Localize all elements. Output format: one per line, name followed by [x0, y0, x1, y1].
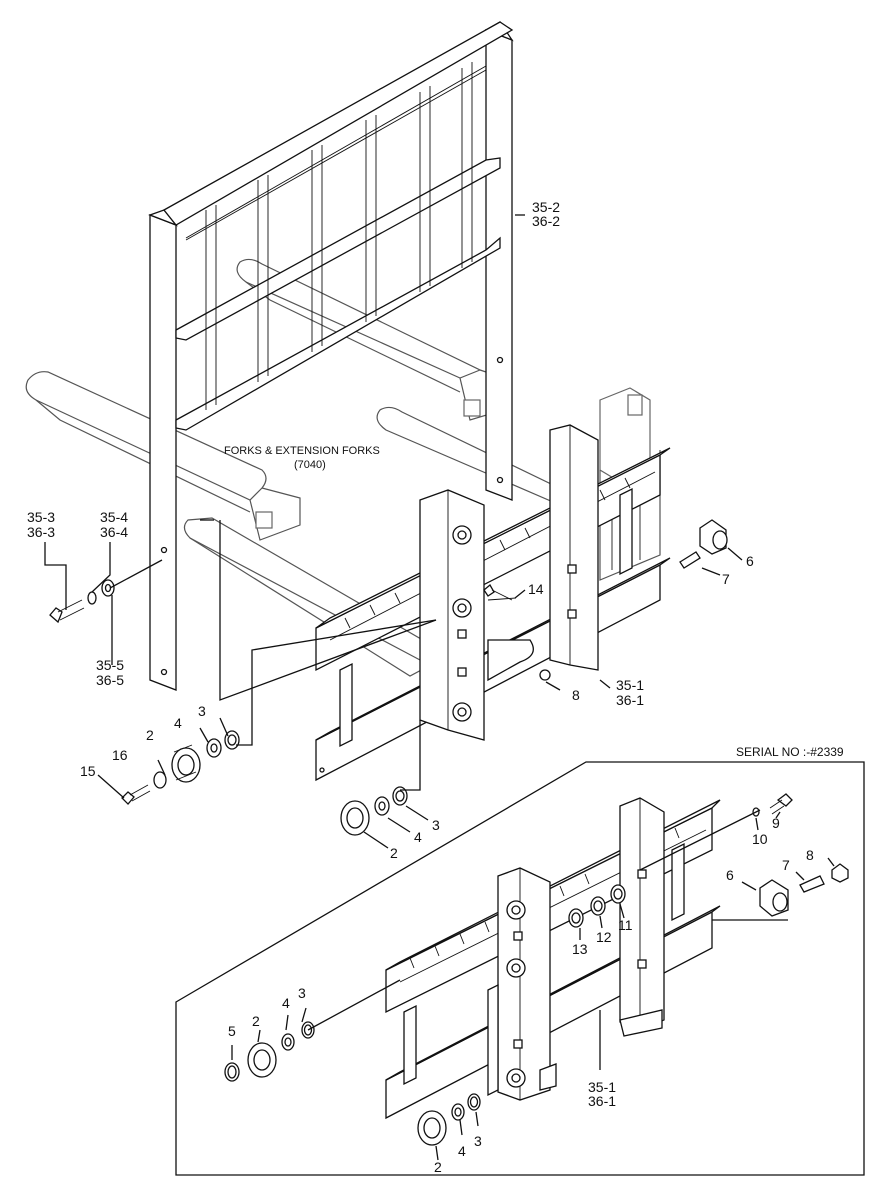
- labels-inset: 5 2 4 3 2 4 3 35-1 36-1 13 12 11 10 9 6 …: [228, 815, 814, 1175]
- inset-label-7: 7: [782, 857, 790, 873]
- caption-line1: FORKS & EXTENSION FORKS: [224, 445, 380, 457]
- label-36-3: 36-3: [27, 524, 55, 540]
- serial-note: SERIAL NO :-#2339: [736, 745, 844, 759]
- inset-label-5: 5: [228, 1023, 236, 1039]
- label-36-5: 36-5: [96, 672, 124, 688]
- label-15: 15: [80, 763, 96, 779]
- label-2: 2: [146, 727, 154, 743]
- inset-label-11: 11: [618, 917, 633, 933]
- inset-label-3: 3: [298, 985, 306, 1001]
- inset-label-10: 10: [752, 831, 768, 847]
- leader-lines-top: [44, 214, 743, 849]
- inset-label-35-1: 35-1: [588, 1079, 616, 1095]
- label-4: 4: [174, 715, 182, 731]
- inset-label-2-bottom: 2: [434, 1159, 442, 1175]
- label-3: 3: [198, 703, 206, 719]
- inset-label-9: 9: [772, 815, 780, 831]
- fork-carriage-inset: [385, 797, 721, 1120]
- inset-border: [175, 761, 865, 1176]
- label-6: 6: [746, 553, 754, 569]
- label-35-3: 35-3: [27, 509, 55, 525]
- labels-top: 35-2 36-2 35-3 36-3 35-4 36-4 35-5 36-5 …: [27, 199, 754, 861]
- fork-carriage-top: [315, 424, 671, 782]
- label-36-1: 36-1: [616, 692, 644, 708]
- label-35-5: 35-5: [96, 657, 124, 673]
- inset-label-6: 6: [726, 867, 734, 883]
- label-8: 8: [572, 687, 580, 703]
- load-backrest: [148, 21, 514, 691]
- label-35-2: 35-2: [532, 199, 560, 215]
- caption-line2: (7040): [294, 459, 326, 471]
- inset-label-4: 4: [282, 995, 290, 1011]
- label-14: 14: [528, 581, 544, 597]
- label-35-1: 35-1: [616, 677, 644, 693]
- leader-lines-inset: [231, 809, 835, 1161]
- inset-label-3-bottom: 3: [474, 1133, 482, 1149]
- label-35-4: 35-4: [100, 509, 128, 525]
- label-4-bottom: 4: [414, 829, 422, 845]
- inset-label-36-1: 36-1: [588, 1093, 616, 1109]
- inset-label-13: 13: [572, 941, 588, 957]
- inset-label-4-bottom: 4: [458, 1143, 466, 1159]
- label-2-bottom: 2: [390, 845, 398, 861]
- label-7: 7: [722, 571, 730, 587]
- label-36-4: 36-4: [100, 524, 128, 540]
- label-36-2: 36-2: [532, 213, 560, 229]
- inset-label-8: 8: [806, 847, 814, 863]
- label-3-bottom: 3: [432, 817, 440, 833]
- label-16: 16: [112, 747, 128, 763]
- inset-label-12: 12: [596, 929, 612, 945]
- inset-label-2: 2: [252, 1013, 260, 1029]
- small-parts-top: [49, 519, 728, 836]
